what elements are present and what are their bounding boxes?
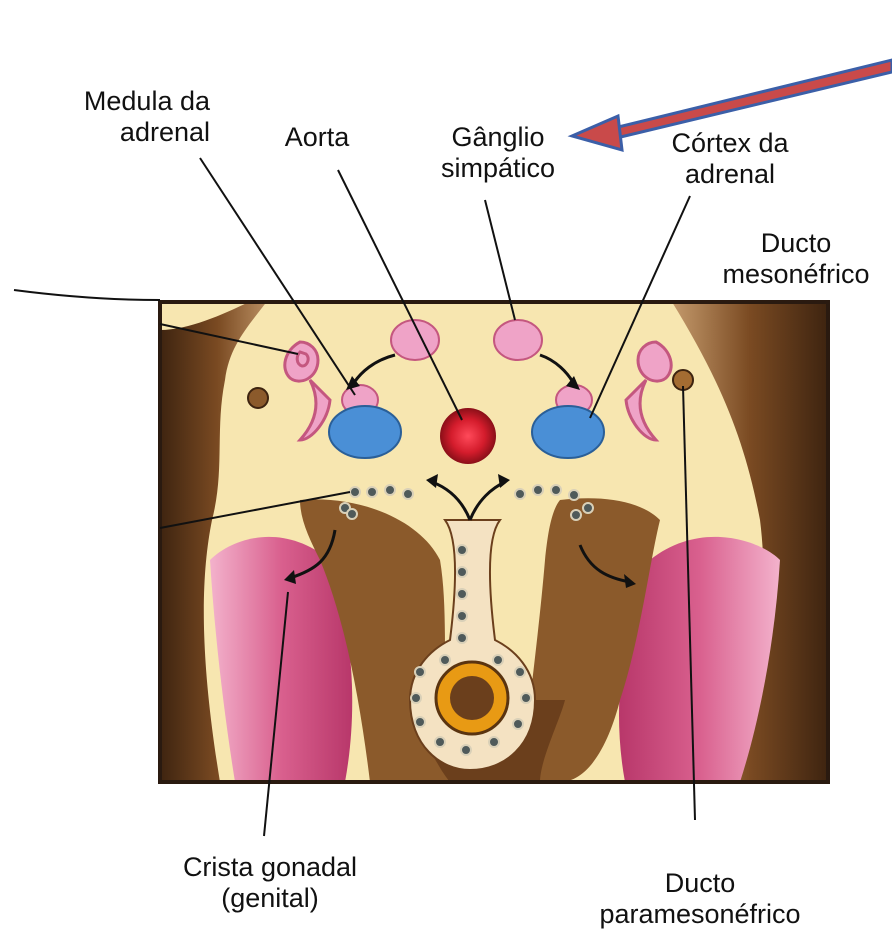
label-aorta: Aorta (262, 122, 372, 153)
adrenal-cortex-right (532, 406, 604, 458)
aorta (440, 408, 496, 464)
adrenal-cortex-left (329, 406, 401, 458)
label-ganglio-simpatico: Gânglio simpático (418, 122, 578, 184)
label-ducto-paramesonefrico: Ducto paramesonéfrico (580, 868, 820, 930)
label-medula-da-adrenal: Medula da adrenal (30, 86, 210, 148)
gut-lumen (450, 676, 494, 720)
label-crista-gonadal: Crista gonadal (genital) (150, 852, 390, 914)
leader-left-top (14, 290, 160, 300)
cross-section-panel (160, 290, 828, 782)
duct-left (248, 388, 268, 408)
sympathetic-ganglion-right (494, 320, 542, 360)
label-cortex-da-adrenal: Córtex da adrenal (650, 128, 810, 190)
label-ducto-mesonefrico: Ducto mesonéfrico (700, 228, 892, 290)
